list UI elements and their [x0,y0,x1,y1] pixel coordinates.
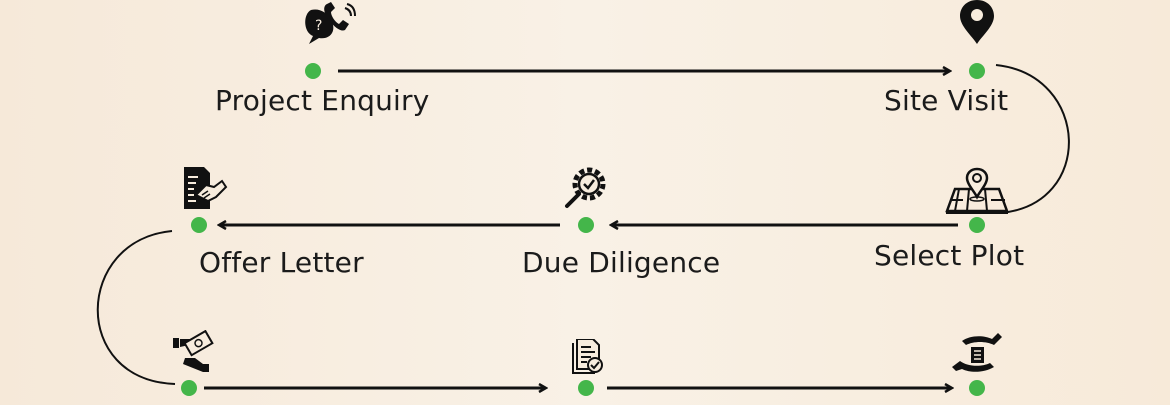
hands-document-icon [952,333,1002,372]
curve-offer-letter-to-payment [96,230,176,385]
location-pin-icon [960,0,994,44]
document-check-icon [572,339,603,374]
node-due-diligence [578,217,594,233]
map-pin-icon [945,167,1009,214]
node-select-plot [969,217,985,233]
node-handover [969,380,985,396]
svg-text:?: ? [315,18,322,34]
label-select-plot: Select Plot [874,239,1025,272]
label-due-diligence: Due Diligence [522,246,721,279]
gear-magnifier-check-icon [565,167,606,208]
label-site-visit: Site Visit [884,84,1009,117]
phone-question-icon: ? [305,2,356,44]
label-offer-letter: Offer Letter [199,246,364,279]
node-documentation [578,380,594,396]
curve-site-visit-to-select-plot [995,64,1070,214]
document-handshake-icon [184,167,228,209]
node-payment [181,380,197,396]
node-project-enquiry [305,63,321,79]
node-site-visit [969,63,985,79]
label-project-enquiry: Project Enquiry [215,84,430,117]
node-offer-letter [191,217,207,233]
hand-money-icon [173,330,214,372]
